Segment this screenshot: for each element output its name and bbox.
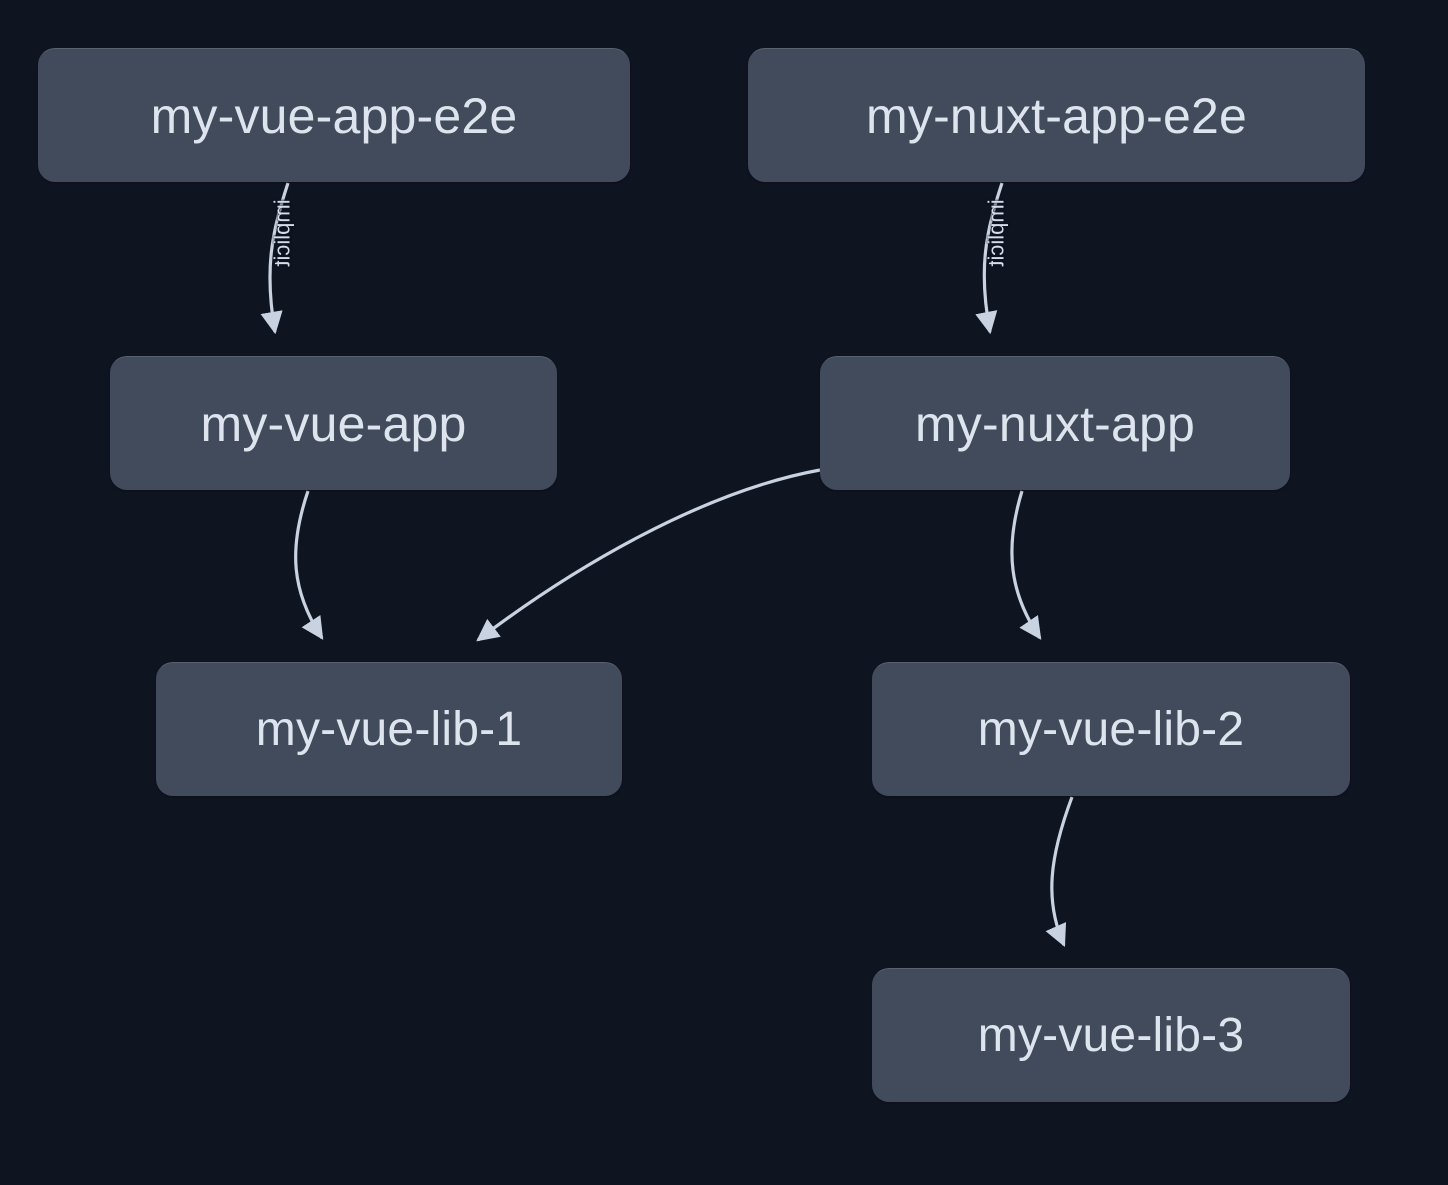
edge-my-nuxt-app-to-my-vue-lib-1 <box>476 468 821 642</box>
node-label: my-vue-lib-2 <box>977 702 1245 756</box>
graph-node-my-nuxt-app[interactable]: my-nuxt-app <box>820 356 1290 490</box>
node-label: my-nuxt-app <box>914 395 1196 452</box>
edge-my-vue-app-to-my-vue-lib-1 <box>294 490 324 640</box>
graph-node-my-nuxt-app-e2e[interactable]: my-nuxt-app-e2e <box>748 48 1365 182</box>
edge-label-implicit-nuxt: implicit <box>983 199 1009 267</box>
edge-my-nuxt-app-to-my-vue-lib-2 <box>1010 490 1042 640</box>
edge-my-vue-app-e2e-to-my-vue-app <box>260 182 290 335</box>
node-label: my-nuxt-app-e2e <box>866 87 1247 144</box>
graph-node-my-vue-lib-1[interactable]: my-vue-lib-1 <box>156 662 622 796</box>
edge-my-nuxt-app-e2e-to-my-nuxt-app <box>975 182 1004 335</box>
edge-my-vue-lib-2-to-my-vue-lib-3 <box>1045 796 1074 948</box>
graph-node-my-vue-app[interactable]: my-vue-app <box>110 356 557 490</box>
graph-node-my-vue-lib-2[interactable]: my-vue-lib-2 <box>872 662 1350 796</box>
node-label: my-vue-lib-3 <box>977 1008 1245 1062</box>
node-label: my-vue-lib-1 <box>255 702 523 756</box>
node-label: my-vue-app <box>200 395 467 452</box>
node-label: my-vue-app-e2e <box>150 87 518 144</box>
graph-node-my-vue-app-e2e[interactable]: my-vue-app-e2e <box>38 48 630 182</box>
edge-label-implicit-vue: implicit <box>269 199 295 267</box>
graph-node-my-vue-lib-3[interactable]: my-vue-lib-3 <box>872 968 1350 1102</box>
